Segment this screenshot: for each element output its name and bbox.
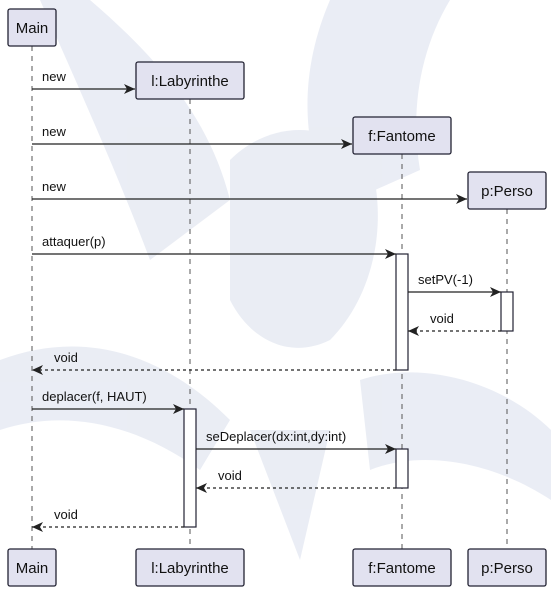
message-label-6: void [430,311,454,326]
participant-perso-top: p:Perso [467,171,547,210]
messages: new new new attaquer(p) setPV(-1) void void dep… [32,69,501,532]
message-label-5: setPV(-1) [418,272,473,287]
message-label-11: void [54,507,78,522]
participant-label: f:Fantome [368,128,436,145]
participant-label: l:Labyrinthe [151,73,229,90]
participant-label: Main [16,20,49,37]
background-watermark [0,0,551,560]
activation-bar-lab [183,408,197,528]
participant-box [352,548,452,587]
message-label-4: attaquer(p) [42,234,106,249]
participant-lab-bottom: l:Labyrinthe [135,548,245,587]
participant-box [135,61,245,100]
participant-perso-bottom: p:Perso [467,548,547,587]
message-label-8: deplacer(f, HAUT) [42,389,147,404]
participant-box [467,548,547,587]
participant-box [7,548,57,587]
participant-fan-top: f:Fantome [352,116,452,155]
participant-fan-bottom: f:Fantome [352,548,452,587]
participant-box [7,8,57,47]
activation-bar-perso [500,291,514,332]
participant-box [135,548,245,587]
participant-label: f:Fantome [368,560,436,577]
message-label-2: new [42,124,66,139]
message-label-1: new [42,69,66,84]
activation-bars [183,253,514,528]
message-label-9: seDeplacer(dx:int,dy:int) [206,429,346,444]
participants-top: Main l:Labyrinthe f:Fantome p:Perso [7,8,547,210]
participant-box [467,171,547,210]
message-label-3: new [42,179,66,194]
participant-main-top: Main [7,8,57,47]
message-label-10: void [218,468,242,483]
message-label-7: void [54,350,78,365]
participant-box [352,116,452,155]
participant-label: p:Perso [481,183,533,200]
participant-main-bottom: Main [7,548,57,587]
participants-bottom: Main l:Labyrinthe f:Fantome p:Perso [7,548,547,587]
activation-bar-fan [395,448,409,489]
participant-lab-top: l:Labyrinthe [135,61,245,100]
participant-label: Main [16,560,49,577]
participant-label: p:Perso [481,560,533,577]
activation-bar-fan [395,253,409,371]
participant-label: l:Labyrinthe [151,560,229,577]
